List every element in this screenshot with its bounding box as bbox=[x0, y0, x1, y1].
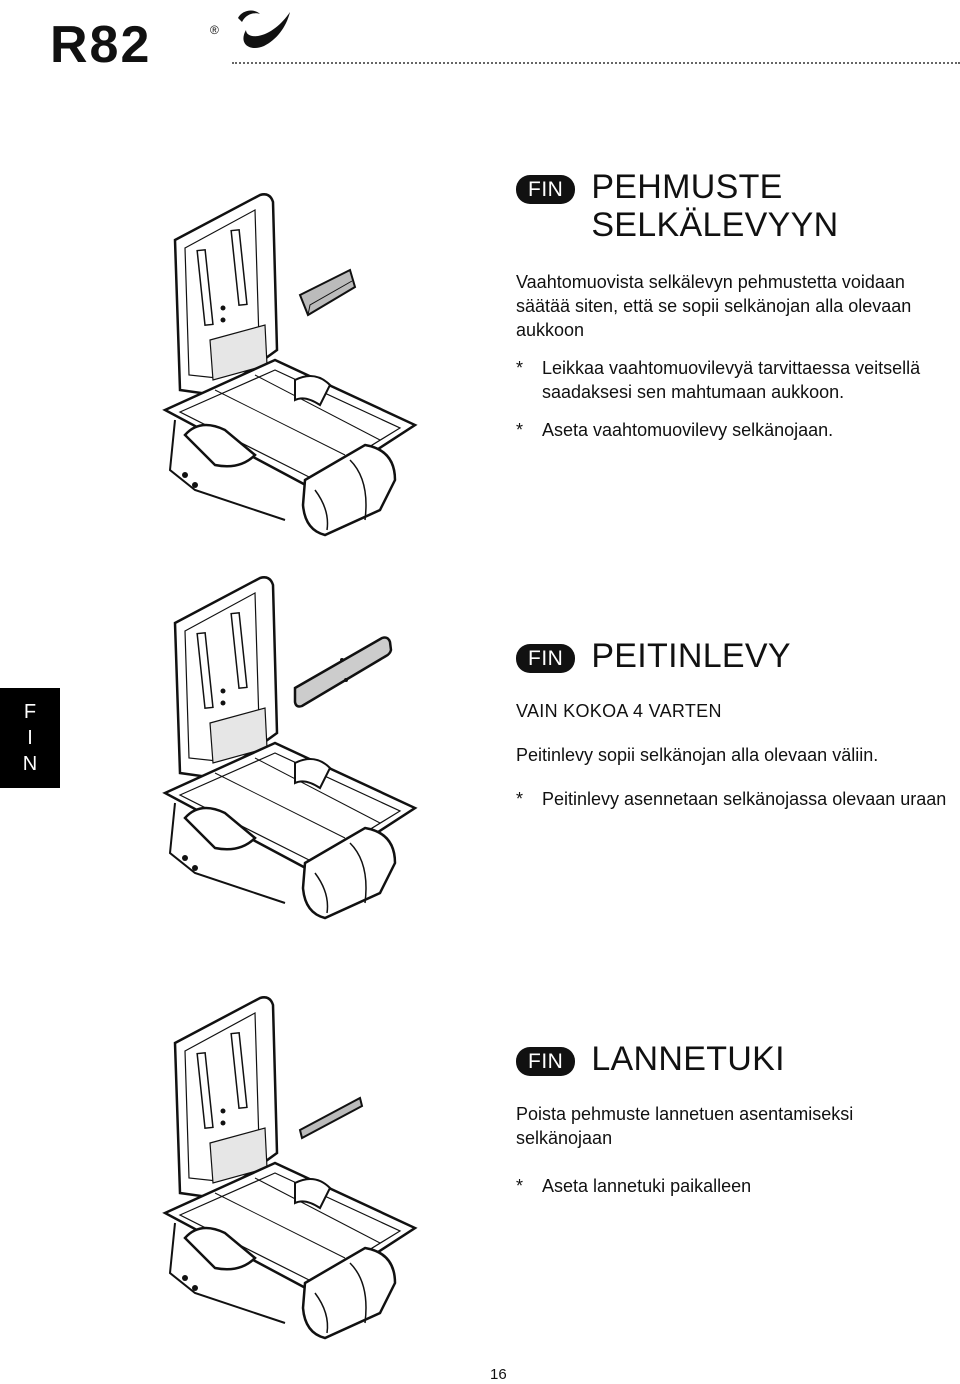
section-pehmuste: FIN PEHMUSTE SELKÄLEVYYN Vaahtomuovista … bbox=[516, 168, 956, 442]
cover-plate-icon bbox=[293, 636, 393, 708]
section-lannetuki: FIN LANNETUKI Poista pehmuste lannetuen … bbox=[516, 1040, 956, 1198]
illustration-seat-foam-pad bbox=[150, 175, 450, 560]
section-heading: FIN LANNETUKI bbox=[516, 1040, 956, 1078]
illustration-seat-lumbar-support bbox=[150, 988, 450, 1373]
section-title: PEITINLEVY bbox=[591, 637, 791, 675]
section-title: PEHMUSTE SELKÄLEVYYN bbox=[591, 168, 839, 244]
section-heading: FIN PEHMUSTE SELKÄLEVYYN bbox=[516, 168, 956, 244]
logo-text: R82 bbox=[50, 16, 151, 74]
language-badge: FIN bbox=[516, 1047, 576, 1076]
section-peitinlevy: FIN PEITINLEVY VAIN KOKOA 4 VARTEN Peiti… bbox=[516, 637, 956, 811]
r82-logo: R82 ® bbox=[50, 0, 310, 80]
section-heading: FIN PEITINLEVY bbox=[516, 637, 956, 675]
registered-mark: ® bbox=[210, 23, 219, 37]
bullet-item: * Aseta vaahtomuovilevy selkänojaan. bbox=[516, 420, 834, 440]
lumbar-support-icon bbox=[298, 1096, 364, 1140]
language-badge: FIN bbox=[516, 175, 576, 204]
section-subheading: VAIN KOKOA 4 VARTEN bbox=[516, 701, 722, 721]
language-side-tab: F I N bbox=[0, 688, 60, 788]
section-title: LANNETUKI bbox=[591, 1040, 785, 1078]
page-number: 16 bbox=[490, 1366, 507, 1383]
section-intro: Vaahtomuovista selkälevyn pehmustetta vo… bbox=[516, 272, 912, 340]
logo-swoosh-icon bbox=[243, 12, 290, 49]
language-badge: FIN bbox=[516, 644, 576, 673]
section-intro: Poista pehmuste lannetuen asentamiseksi … bbox=[516, 1104, 854, 1148]
illustration-seat-cover-plate bbox=[150, 568, 450, 953]
bullet-item: * Peitinlevy asennetaan selkänojassa ole… bbox=[516, 789, 947, 809]
foam-pad-icon bbox=[298, 268, 357, 317]
bullet-item: * Leikkaa vaahtomuovilevyä tarvittaessa … bbox=[516, 358, 921, 402]
header-divider bbox=[232, 62, 960, 64]
bullet-item: * Aseta lannetuki paikalleen bbox=[516, 1176, 752, 1196]
section-intro: Peitinlevy sopii selkänojan alla olevaan… bbox=[516, 745, 879, 765]
